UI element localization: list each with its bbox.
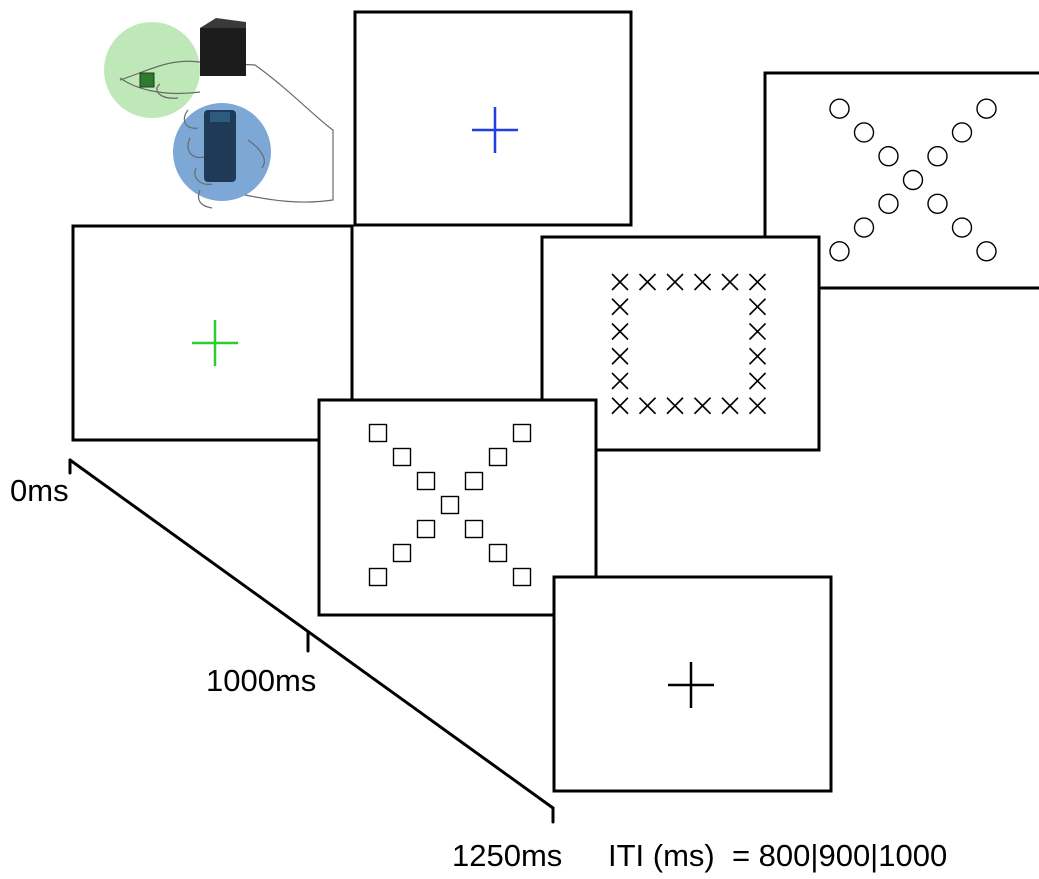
blue-cue-frame (353, 10, 633, 227)
stimulus-circle (976, 98, 997, 119)
stimulus-circle (951, 122, 973, 143)
stimulus-x-letter (693, 397, 712, 415)
stimulus-x-letter (666, 397, 684, 415)
time-label-0ms: 0ms (10, 473, 69, 508)
stimulus-circle (853, 217, 875, 238)
stimulus-x-letter (748, 322, 767, 341)
stimulus-x-letter (693, 273, 712, 291)
stimulus-x-letter (611, 322, 629, 341)
stimulus-x-letter (721, 397, 739, 415)
stimulus-circle (927, 193, 948, 214)
stimulus-x-letter (611, 397, 629, 415)
stimulus-square (368, 423, 388, 443)
stimulus-square (464, 471, 484, 491)
x-of-squares (368, 423, 532, 587)
stimulus-square (368, 567, 388, 587)
blue-fixation-cross (472, 107, 518, 153)
stimulus-x-letter (666, 273, 684, 291)
stimulus-square (416, 471, 436, 491)
black-button-device-icon (200, 18, 246, 76)
stimulus-x-letter (748, 347, 767, 365)
stimulus-circle (853, 122, 875, 143)
stimulus-x-letter (638, 397, 657, 415)
green-response-circle (104, 22, 200, 118)
hand-icon (119, 60, 334, 209)
stimulus-x-letter (721, 273, 739, 291)
iti-label: ITI (ms) = 800|900|1000 (608, 838, 948, 873)
stimulus-circle (927, 146, 948, 167)
green-fixation-cross (192, 320, 238, 366)
stimulus-square (488, 447, 508, 467)
stimulus-x-letter (638, 273, 657, 291)
stimulus-circle (829, 241, 850, 262)
square-x-stimulus-frame (317, 398, 598, 617)
green-cue-frame (71, 224, 354, 442)
stimulus-x-letter (748, 397, 767, 415)
stimulus-circle (878, 193, 899, 214)
x-of-circles (829, 98, 997, 262)
iti-fixation-frame (552, 575, 833, 793)
stimulus-circle (829, 98, 850, 119)
stimulus-x-letter (611, 347, 629, 365)
stimulus-x-letter (611, 273, 629, 291)
stimulus-circle (878, 146, 899, 167)
blue-button-device-icon (204, 110, 236, 182)
stimulus-x-letter (611, 298, 629, 316)
square-of-x-letters (611, 273, 767, 415)
stimulus-square (488, 543, 508, 563)
time-axis (68, 458, 555, 824)
stimulus-square (464, 519, 484, 539)
stimulus-x-letter (748, 273, 767, 291)
stimulus-square (392, 543, 412, 563)
stimulus-circle (902, 169, 924, 191)
black-fixation-cross (668, 662, 714, 708)
stimulus-square (512, 423, 532, 443)
time-label-1250ms: 1250ms (452, 838, 563, 873)
stimulus-circle (976, 241, 997, 262)
response-device-illustration (104, 18, 334, 209)
stimulus-x-letter (611, 372, 629, 390)
green-button-icon (139, 72, 155, 88)
stimulus-square (416, 519, 436, 539)
stimulus-x-letter (748, 372, 767, 390)
time-axis-line (68, 458, 555, 810)
stimulus-circle (951, 217, 973, 238)
stimulus-square (512, 567, 532, 587)
stimulus-square (392, 447, 412, 467)
stimulus-x-letter (748, 298, 767, 316)
stimulus-square (440, 495, 460, 515)
time-label-1000ms: 1000ms (206, 663, 317, 698)
